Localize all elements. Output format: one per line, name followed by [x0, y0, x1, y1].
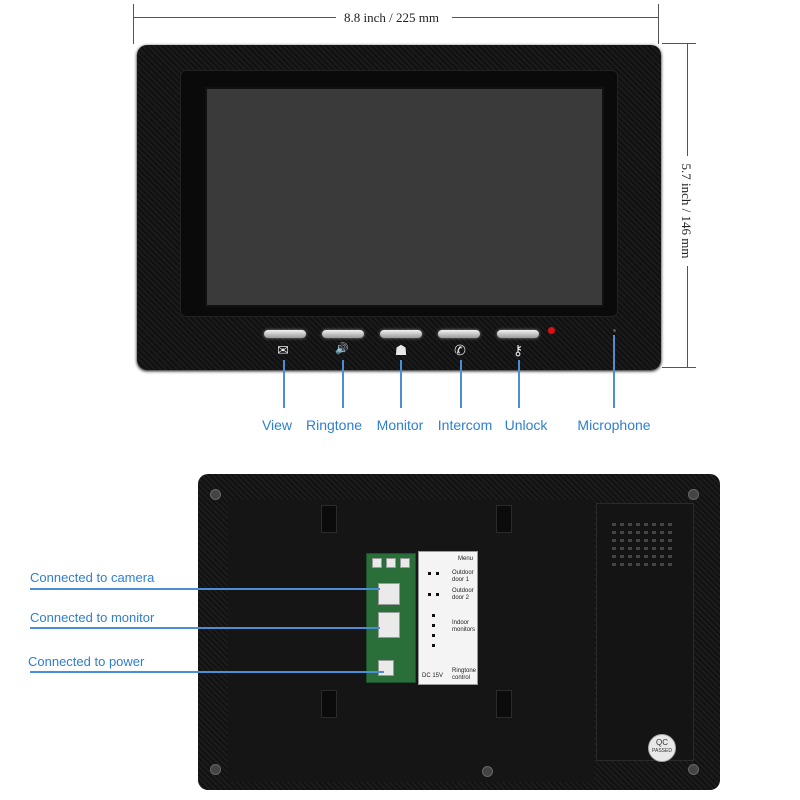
connector-camera[interactable] — [378, 583, 400, 605]
power-callout-line — [30, 671, 384, 673]
speaker-grille — [612, 523, 674, 526]
dc-text: DC 15V — [422, 673, 444, 679]
speaker-grille — [612, 555, 674, 558]
connector-power[interactable] — [378, 660, 394, 676]
screw — [688, 764, 699, 775]
power-connection-label: Connected to power — [28, 654, 145, 669]
microphone-label: Microphone — [577, 417, 651, 433]
indoor-text: Indoor monitors — [452, 620, 476, 633]
monitor-connection-label: Connected to monitor — [30, 610, 155, 625]
speaker-grille — [612, 563, 674, 566]
unlock-button[interactable] — [497, 330, 539, 338]
speaker-housing — [596, 503, 694, 761]
height-dimension-label: 5.7 inch / 146 mm — [679, 163, 694, 259]
mount-clip — [496, 690, 512, 718]
monitor-label: Monitor — [376, 417, 424, 433]
display-screen — [205, 87, 604, 307]
intercom-button[interactable] — [438, 330, 480, 338]
pin-mark — [432, 624, 435, 627]
terminal-block — [372, 558, 382, 568]
intercom-label: Intercom — [437, 417, 493, 433]
ringtone-callout-line — [342, 360, 344, 408]
speaker-icon: 🔊 — [335, 343, 349, 355]
connector-monitor[interactable] — [378, 612, 400, 638]
outdoor1-text: Outdoor door 1 — [452, 570, 474, 583]
height-dim-bottom-tick — [662, 367, 696, 368]
monitor-callout-line — [30, 627, 380, 629]
ringtone-control-text: Ringtone control — [452, 668, 477, 681]
pin-mark — [436, 593, 439, 596]
screw — [482, 766, 493, 777]
camera-connection-label: Connected to camera — [30, 570, 155, 585]
width-dim-line-right — [452, 17, 658, 18]
mount-clip — [321, 505, 337, 533]
monitor-callout-line — [400, 360, 402, 408]
camera-icon: ☗ — [394, 342, 408, 358]
menu-text: Menu — [458, 556, 474, 562]
envelope-icon: ✉ — [277, 342, 289, 358]
view-button[interactable] — [264, 330, 306, 338]
screw — [210, 764, 221, 775]
pin-mark — [432, 634, 435, 637]
microphone-callout-line — [613, 335, 615, 408]
mount-clip — [496, 505, 512, 533]
qc-passed-text: PASSED — [652, 748, 672, 754]
speaker-grille — [612, 531, 674, 534]
width-dim-left-tick — [133, 4, 134, 44]
speaker-grille — [612, 539, 674, 542]
terminal-block — [386, 558, 396, 568]
key-icon: ⚷ — [512, 342, 524, 358]
view-callout-line — [283, 360, 285, 408]
width-dim-right-tick — [658, 4, 659, 44]
height-dim-line-bottom — [687, 266, 688, 367]
width-dimension-label: 8.8 inch / 225 mm — [344, 10, 439, 25]
height-dim-line-top — [687, 44, 688, 156]
camera-callout-line — [30, 588, 380, 590]
microphone-hole — [613, 329, 616, 332]
terminal-block — [400, 558, 410, 568]
qc-text: QC — [656, 738, 668, 747]
mount-clip — [321, 690, 337, 718]
pin-mark — [428, 593, 431, 596]
height-dim-top-tick — [662, 43, 696, 44]
width-dim-line-left — [134, 17, 336, 18]
screw — [688, 489, 699, 500]
outdoor2-text: Outdoor door 2 — [452, 588, 474, 601]
qc-passed-sticker: QC PASSED — [648, 734, 676, 762]
ringtone-button[interactable] — [322, 330, 364, 338]
unlock-callout-line — [518, 360, 520, 408]
ringtone-label: Ringtone — [305, 417, 363, 433]
pin-mark — [432, 644, 435, 647]
pin-mark — [432, 614, 435, 617]
speaker-grille — [612, 547, 674, 550]
unlock-label: Unlock — [504, 417, 548, 433]
view-label: View — [261, 417, 293, 433]
wiring-label — [418, 551, 478, 685]
intercom-callout-line — [460, 360, 462, 408]
status-led — [548, 327, 555, 334]
handset-icon: ✆ — [454, 342, 466, 358]
pin-mark — [428, 572, 431, 575]
monitor-button[interactable] — [380, 330, 422, 338]
screw — [210, 489, 221, 500]
pin-mark — [436, 572, 439, 575]
